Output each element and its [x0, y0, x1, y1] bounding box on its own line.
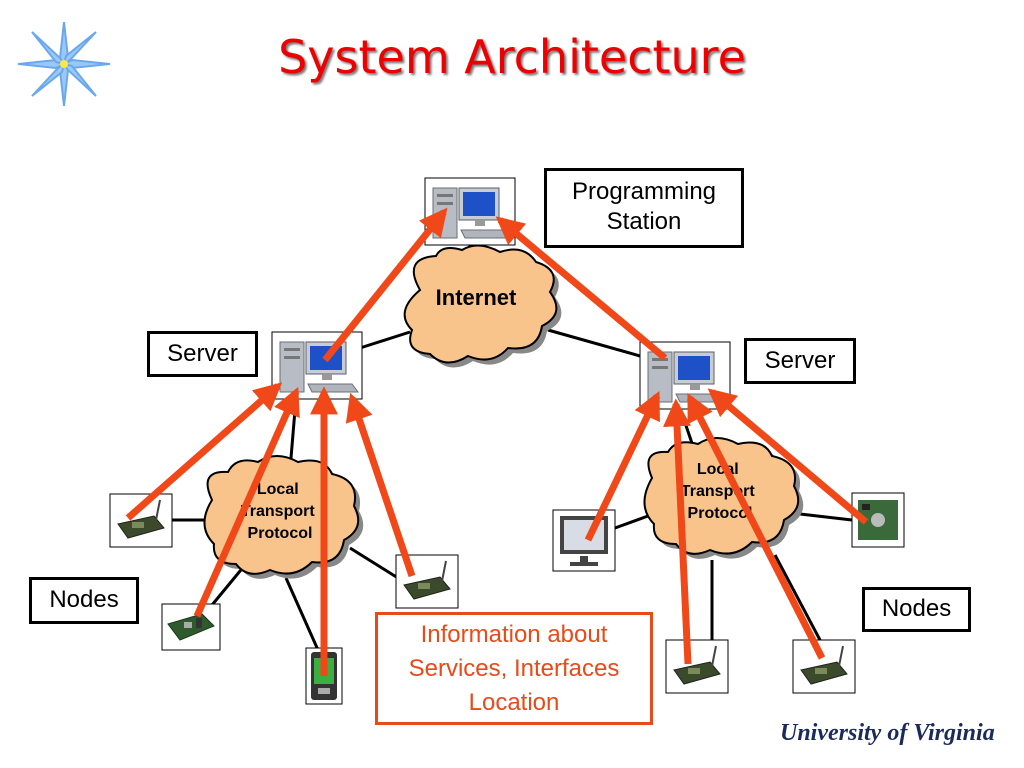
nodes-right-label: Nodes: [862, 587, 971, 632]
monitor-icon: [552, 509, 616, 572]
right-local-cloud: Local Transport Protocol: [643, 437, 804, 559]
internet-label: Internet: [436, 285, 517, 310]
server-right-label: Server: [744, 338, 856, 384]
local-cloud-line3: Protocol: [248, 525, 313, 542]
star-icon: [18, 22, 110, 106]
local-cloud-r-line3: Protocol: [688, 505, 753, 522]
programming-station-line2: Station: [606, 208, 682, 235]
info-box: Information about Services, Interfaces L…: [375, 612, 653, 725]
info-arrows: [125, 207, 869, 676]
server-left-label: Server: [147, 331, 258, 377]
local-cloud-line2: Transport: [241, 503, 315, 520]
left-node-board: [161, 603, 221, 651]
info-line1: Information about: [420, 621, 608, 648]
right-node-1: [665, 639, 729, 694]
left-server-computer: [271, 331, 363, 400]
programming-station-computer: [424, 177, 516, 246]
programming-station-line1: Programming: [571, 178, 717, 205]
info-line2: Services, Interfaces: [408, 655, 620, 682]
page-title: System Architecture: [278, 30, 746, 84]
programming-station-label: Programming Station: [544, 168, 744, 248]
local-cloud-line1: Local: [257, 481, 299, 498]
nodes-left-label: Nodes: [29, 577, 139, 624]
right-node-2: [792, 639, 856, 694]
info-line3: Location: [468, 689, 560, 716]
svg-text:Local Transport: Local Transport Protocol: [241, 481, 319, 542]
university-logo: University of Virginia: [780, 720, 995, 746]
left-local-cloud: Local Transport Protocol: [203, 455, 364, 579]
internet-cloud: Internet: [403, 244, 562, 368]
